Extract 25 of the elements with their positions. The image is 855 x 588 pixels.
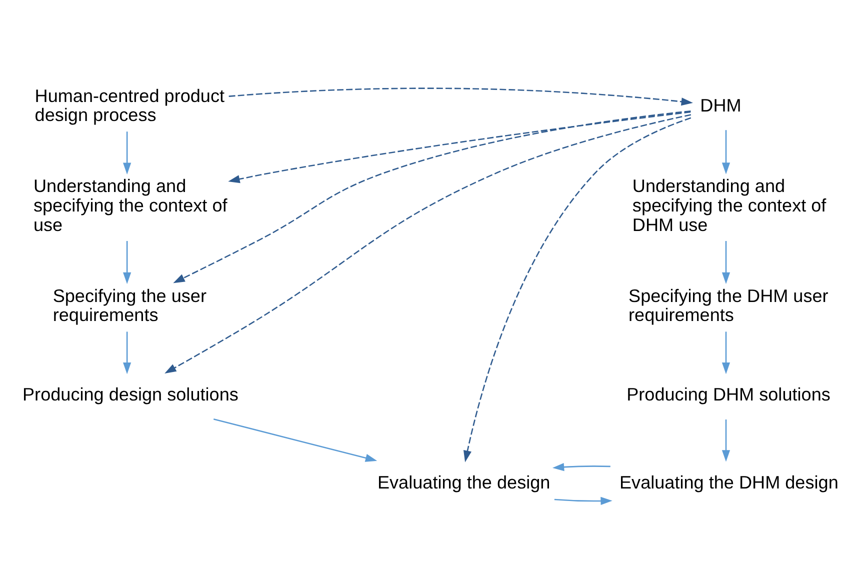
node-text: Evaluating the design [377, 472, 550, 492]
arrow [173, 110, 691, 283]
arrow [722, 419, 730, 462]
node-text: Producing design solutions [22, 384, 238, 404]
node-text: Specifying the user requirements [52, 285, 206, 325]
arrow [722, 130, 730, 174]
arrow [554, 496, 612, 505]
node-text: Understanding and specifying the context of use [33, 176, 228, 234]
arrow [123, 240, 132, 284]
arrow [722, 331, 730, 374]
arrow [463, 116, 692, 462]
node-text: Understanding and specifying the context of DHM use [632, 176, 826, 234]
arrow [123, 131, 132, 174]
node-text: Specifying the DHM user requirements [628, 285, 828, 325]
arrow [228, 87, 693, 106]
arrow [123, 331, 132, 374]
arrow [722, 240, 730, 284]
node-text: Producing DHM solutions [626, 384, 830, 404]
arrow [213, 418, 378, 462]
node-text: Evaluating the DHM design [620, 472, 838, 492]
arrow [164, 114, 692, 374]
node-text: Human-centred product design process [34, 85, 225, 125]
node-text: DHM [700, 94, 742, 115]
arrow [552, 462, 610, 471]
arrow [228, 110, 691, 183]
